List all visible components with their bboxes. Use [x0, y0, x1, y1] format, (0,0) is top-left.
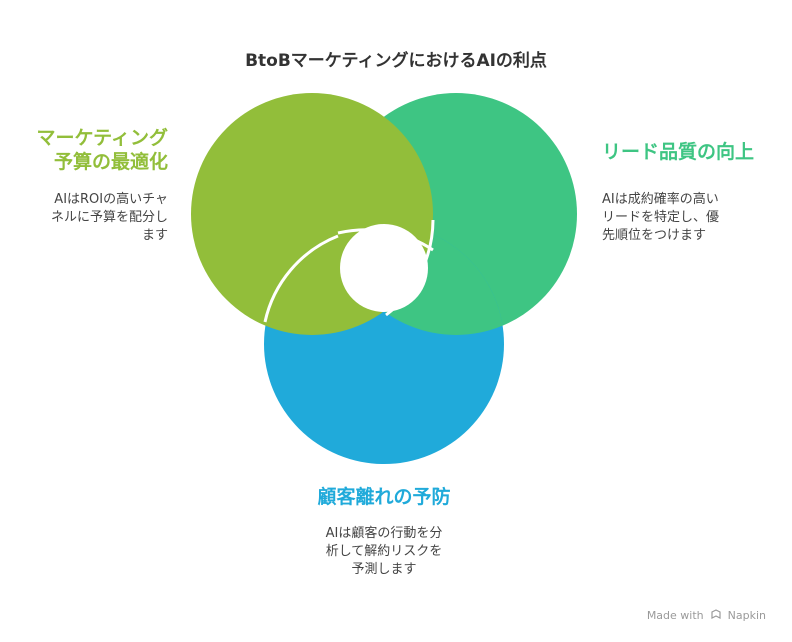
marketing-heading-line2: 予算の最適化	[53, 151, 168, 173]
napkin-logo-icon	[711, 609, 721, 622]
footer-attribution: Made with Napkin	[647, 609, 766, 622]
napkin-brand: Napkin	[727, 609, 766, 622]
churn-desc-line1: AIは顧客の行動を分	[325, 526, 443, 541]
separator-arc-teal	[385, 219, 435, 317]
made-with-label: Made with	[646, 609, 704, 622]
lead-quality-description: AIは成約確率の高い リードを特定し、優 先順位をつけます	[602, 191, 782, 245]
churn-prevention-heading: 顧客離れの予防	[317, 486, 451, 508]
leads-desc-line1: AIは成約確率の高い	[602, 192, 719, 207]
marketing-desc-line1: AIはROIの高いチャ	[54, 192, 168, 207]
leads-desc-line2: リードを特定し、優	[602, 210, 720, 225]
separator-arc-blue	[263, 234, 339, 323]
churn-desc-line3: 予測します	[351, 562, 417, 577]
churn-desc-line2: 析して解約リスクを	[325, 544, 443, 559]
separator-arc-green	[337, 228, 434, 252]
page-title: BtoBマーケティングにおけるAIの利点	[245, 51, 547, 71]
churn-prevention-description: AIは顧客の行動を分 析して解約リスクを 予測します	[284, 525, 484, 579]
marketing-budget-heading: マーケティング 予算の最適化	[20, 126, 168, 174]
marketing-budget-description: AIはROIの高いチャ ネルに予算を配分し ます	[20, 191, 168, 245]
leads-desc-line3: 先順位をつけます	[602, 228, 707, 243]
center-gap	[340, 224, 428, 312]
lead-quality-heading: リード品質の向上	[602, 141, 755, 163]
marketing-desc-line3: ます	[141, 228, 168, 243]
marketing-heading-line1: マーケティング	[36, 127, 168, 149]
marketing-desc-line2: ネルに予算を配分し	[50, 210, 168, 225]
